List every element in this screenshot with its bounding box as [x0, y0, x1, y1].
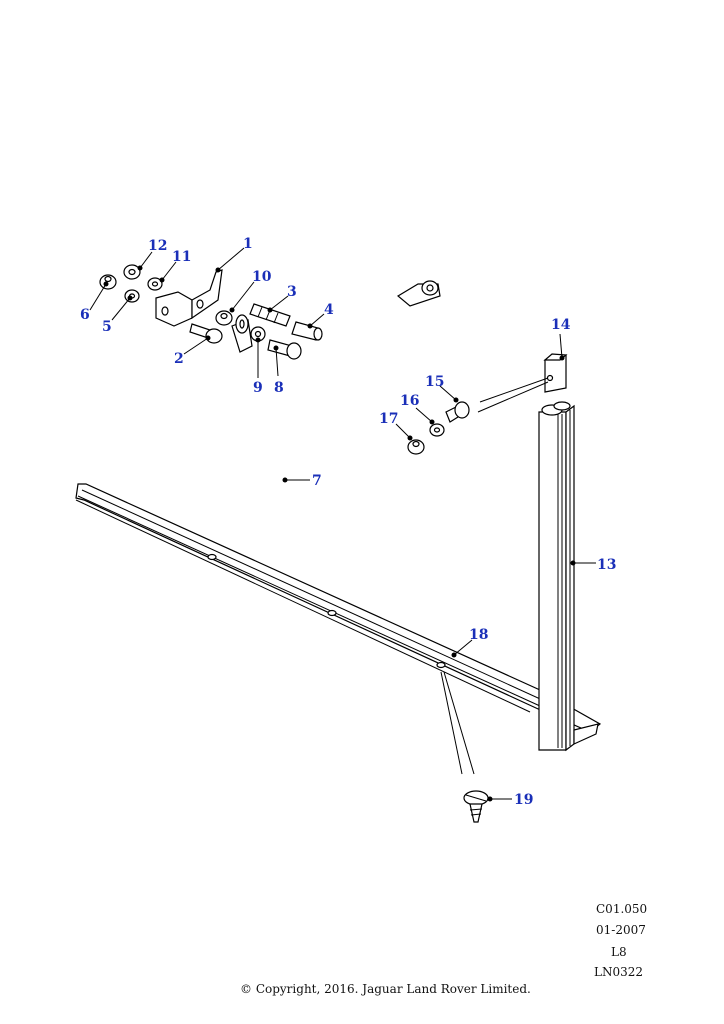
leader-lines [89, 247, 596, 802]
illustration-level: L8 [611, 945, 627, 959]
illustration-date: 01-2007 [596, 923, 646, 937]
nut-part-6 [99, 274, 117, 290]
ground-cable-part-7 [211, 280, 441, 529]
washer-part-11 [147, 277, 163, 291]
callout-18: 18 [469, 627, 488, 643]
callout-labels: 1 2 3 4 5 6 7 8 9 10 11 12 13 14 15 16 1… [80, 236, 616, 808]
callout-3: 3 [287, 284, 297, 300]
clip-part-14 [477, 353, 568, 413]
callout-16: 16 [400, 393, 419, 409]
callout-15: 15 [425, 374, 444, 390]
copyright-notice: © Copyright, 2016. Jaguar Land Rover Lim… [240, 982, 531, 996]
callout-14: 14 [551, 317, 571, 333]
callout-17: 17 [379, 411, 398, 427]
callout-6: 6 [80, 307, 90, 323]
callout-8: 8 [274, 380, 284, 396]
callout-4: 4 [324, 302, 334, 318]
nut-part-17 [407, 439, 425, 455]
bolt-part-8 [267, 339, 302, 360]
callout-10: 10 [252, 269, 272, 285]
washer-part-16 [429, 423, 445, 437]
washer-part-9 [250, 326, 266, 342]
small-hardware [99, 264, 445, 455]
nut-part-10 [215, 310, 233, 326]
screw-part-19 [440, 671, 489, 823]
callout-2: 2 [174, 351, 184, 367]
callout-7: 7 [312, 473, 322, 489]
callout-13: 13 [597, 557, 616, 573]
callout-1: 1 [243, 236, 253, 252]
rail-part-18 [75, 483, 602, 733]
bracket-part-1 [155, 269, 223, 327]
callout-12: 12 [148, 238, 167, 254]
stud-part-3 [249, 303, 291, 327]
bolt-part-15 [445, 401, 470, 423]
vertical-channel-part-13 [538, 401, 599, 752]
callout-19: 19 [514, 792, 533, 808]
illustration-ref: LN0322 [594, 965, 644, 979]
callout-5: 5 [102, 319, 112, 335]
callout-9: 9 [253, 380, 263, 396]
illustration-code: C01.050 [596, 902, 648, 916]
washer-part-12 [123, 264, 141, 280]
washer-part-5 [124, 289, 140, 303]
spacer-part-4 [291, 321, 323, 341]
bolt-part-2 [189, 323, 223, 344]
callout-11: 11 [172, 249, 191, 265]
bolts [189, 303, 489, 823]
